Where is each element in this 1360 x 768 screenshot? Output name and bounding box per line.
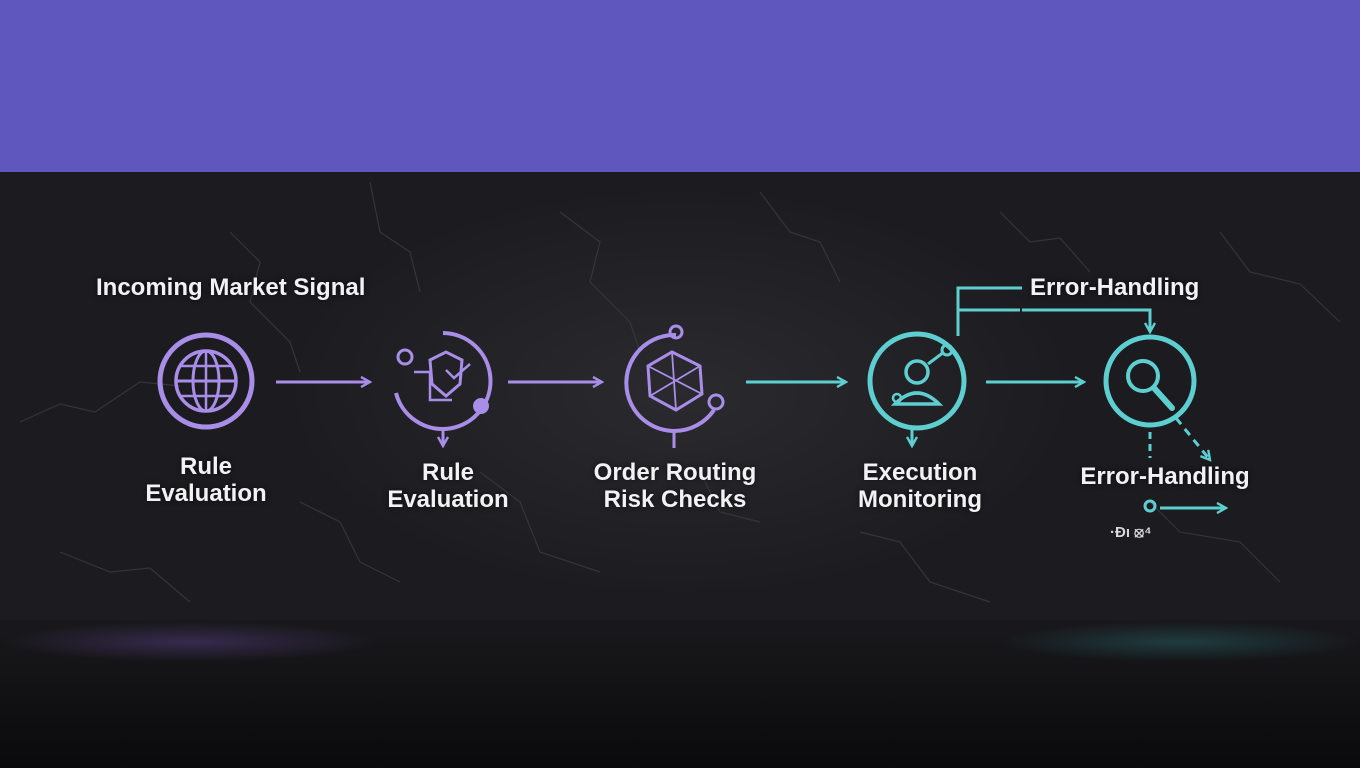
error-handling-feedback-arrow: [956, 286, 1150, 336]
stage-3-label: Order Routing Risk Checks: [565, 459, 785, 513]
polygon-network-icon: [624, 324, 725, 448]
magnifier-icon: [1103, 334, 1226, 511]
stage-5-line1: Error-Handling: [1080, 463, 1250, 490]
header-band: [0, 0, 1360, 172]
person-node-icon: [867, 331, 967, 446]
stage-3-line1: Order Routing: [593, 459, 757, 486]
floor: [0, 620, 1360, 768]
stage-4-label: Execution Monitoring: [820, 459, 1020, 513]
stage-3-line2: Risk Checks: [603, 486, 747, 513]
stone-cracks: [19, 181, 1341, 603]
stage-1-line2: Evaluation: [145, 480, 267, 507]
stage-1-line1: Rule: [179, 453, 232, 480]
floor-glow-purple: [0, 622, 380, 662]
garbled-glyphs: ·Đı ⦻⁴: [1110, 524, 1152, 541]
stage-2-label: Rule Evaluation: [348, 459, 548, 513]
globe-icon: [157, 332, 255, 430]
stage-2-line2: Evaluation: [387, 486, 509, 513]
stage-2-line1: Rule: [421, 459, 474, 486]
error-handling-header-label: Error-Handling: [1030, 274, 1200, 301]
stage-4-line2: Monitoring: [858, 486, 982, 513]
stage-1-label: Rule Evaluation: [106, 453, 306, 507]
stage-4-line1: Execution: [862, 459, 978, 486]
circuit-shield-icon: [394, 331, 493, 446]
floor-glow-teal: [1000, 622, 1360, 662]
incoming-market-signal-label: Incoming Market Signal: [96, 274, 366, 301]
stage-5-label: Error-Handling: [1060, 463, 1270, 490]
